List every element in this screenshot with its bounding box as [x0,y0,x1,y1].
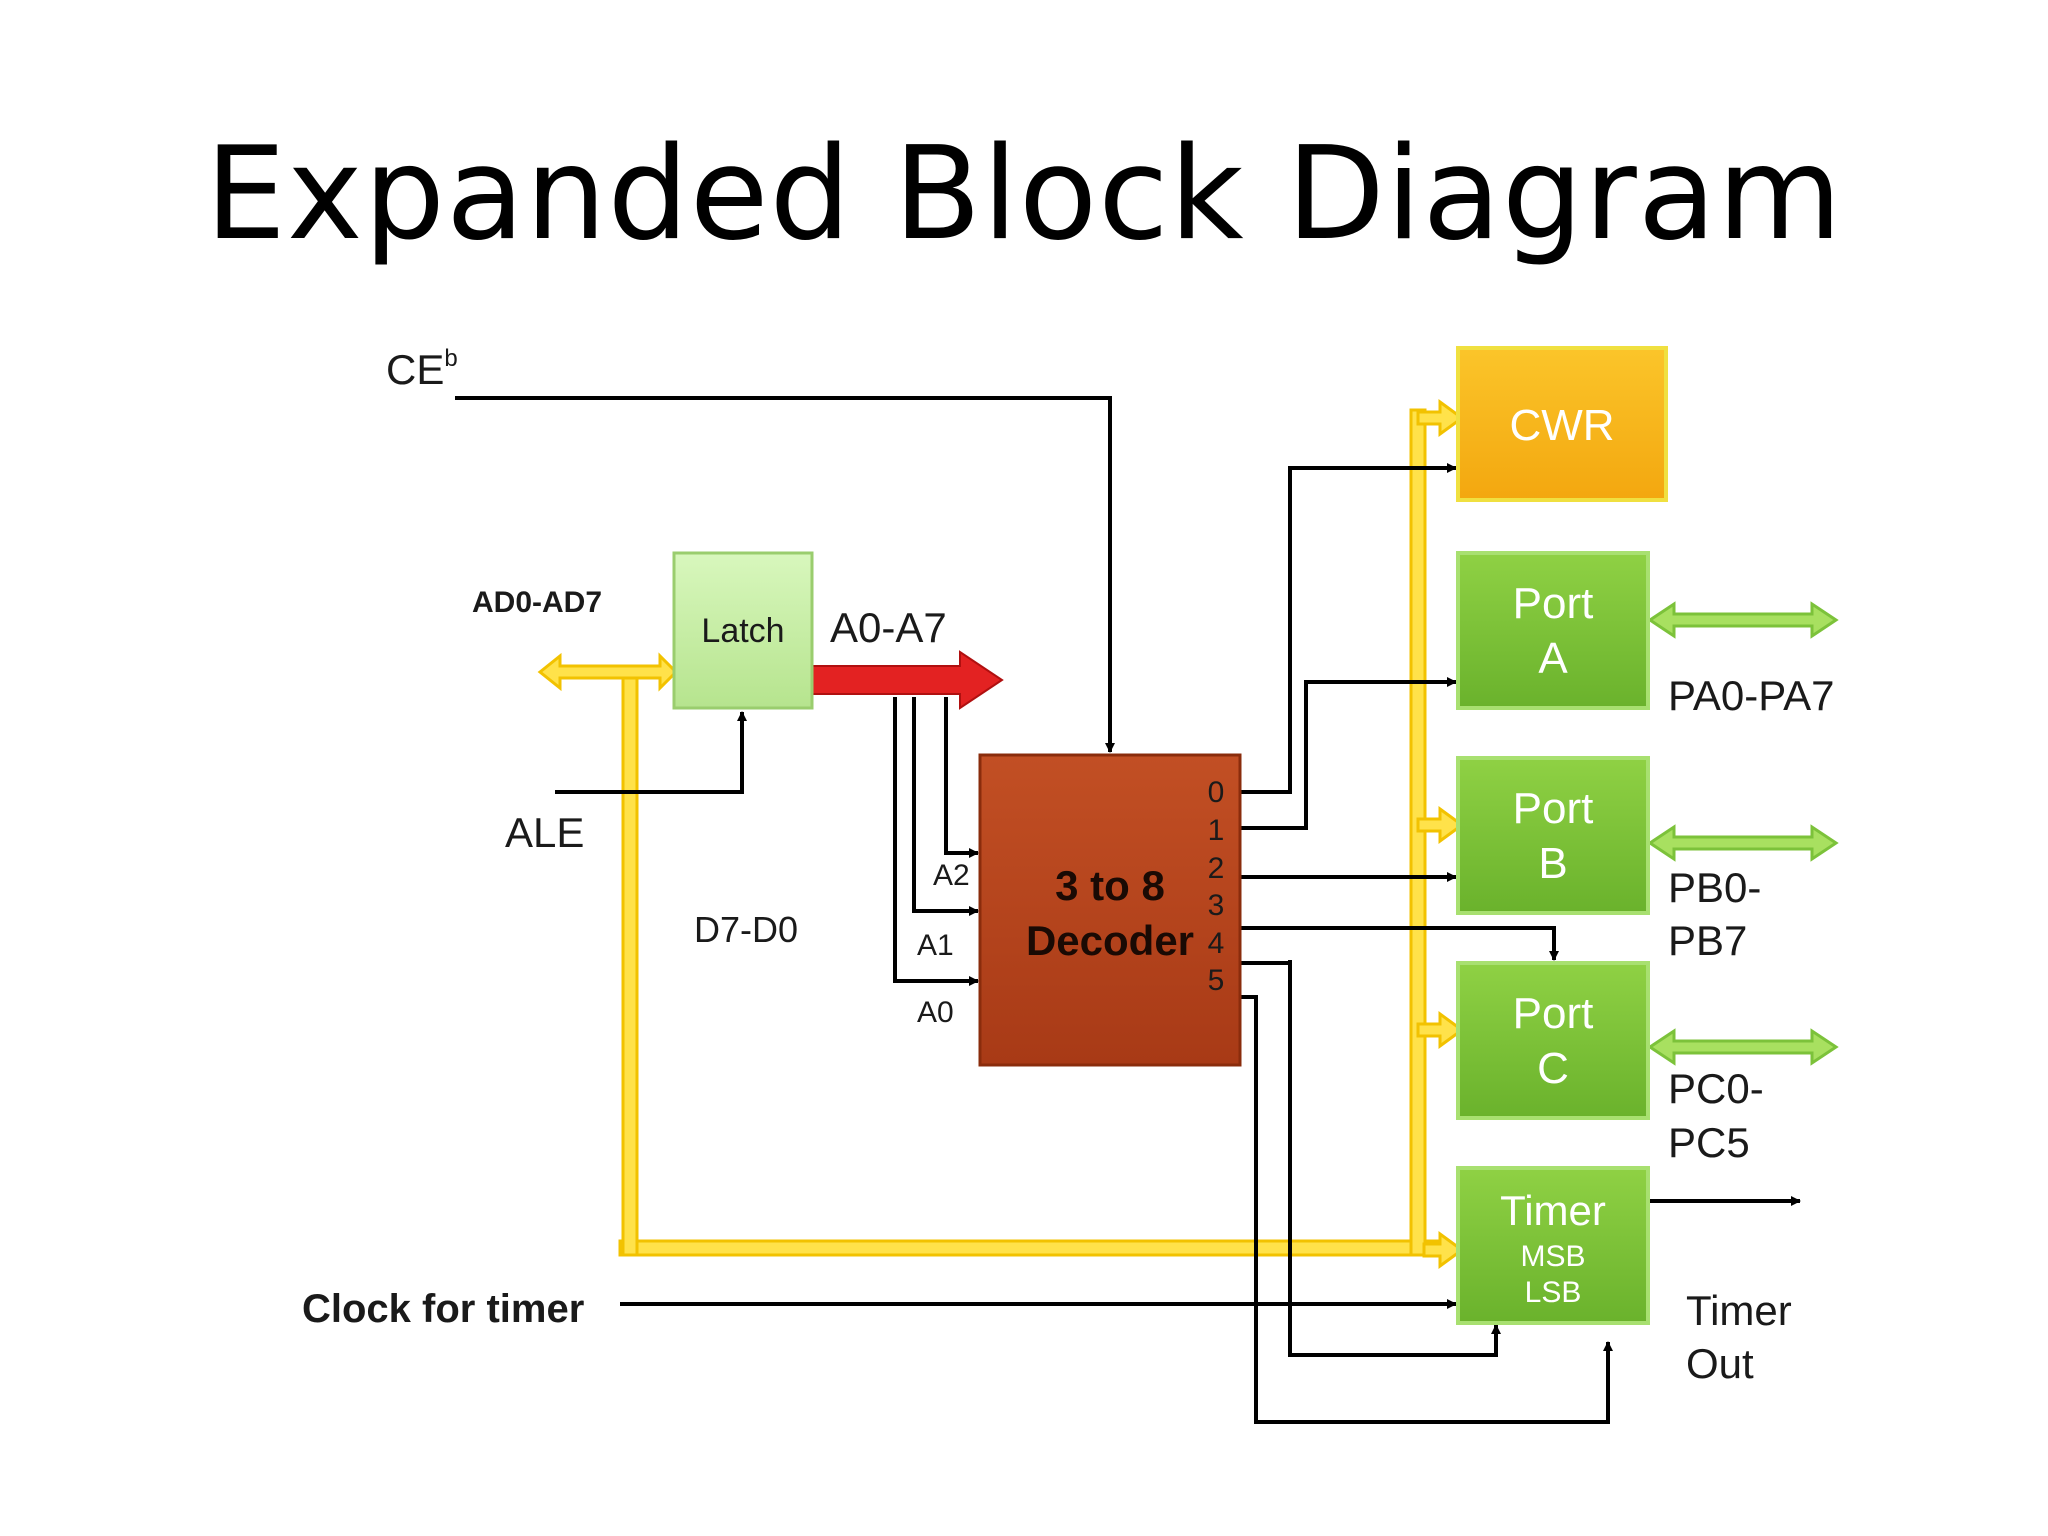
timer-block [1456,1166,1650,1325]
pa-label: PA0-PA7 [1668,672,1835,719]
port-c-label-2: C [1537,1044,1569,1093]
data-bus-label: D7-D0 [694,909,798,950]
decoder-label-line2: Decoder [1026,917,1194,964]
timer-out-label-1: Timer [1686,1287,1792,1334]
a0-label: A0 [917,996,954,1029]
port-b-block [1456,756,1650,915]
decoder-out-0: 0 [1208,776,1225,809]
ad-bus-label: AD0-AD7 [472,586,602,619]
cwr-label: CWR [1509,401,1614,450]
decoder-label-line1: 3 to 8 [1055,862,1165,909]
a-bus-label: A0-A7 [830,604,947,651]
decoder-out-2: 2 [1208,852,1225,885]
ale-label: ALE [505,809,584,856]
data-bus [537,399,1465,1269]
decoder-out-1: 1 [1208,814,1225,847]
timer-label-1: Timer [1500,1187,1606,1234]
slide-title: Expanded Block Diagram [205,120,1843,269]
port-c-block [1456,961,1650,1120]
timer-label-2: MSB [1520,1240,1585,1273]
decoder-out-5: 5 [1208,964,1225,997]
decoder-out-4: 4 [1208,927,1225,960]
a1-label: A1 [917,929,954,962]
pc-label-1: PC0- [1668,1065,1764,1112]
decoder-out-3: 3 [1208,889,1225,922]
pb-label-1: PB0- [1668,864,1761,911]
control-wires [455,396,1801,1424]
timer-label-3: LSB [1525,1276,1582,1309]
a2-label: A2 [933,859,970,892]
port-a-label-1: Port [1513,579,1594,628]
address-arrow [811,650,1004,710]
pc-label-2: PC5 [1668,1119,1750,1166]
port-b-label-1: Port [1513,784,1594,833]
ce-label: CEb [386,345,458,393]
port-a-block [1456,551,1650,710]
port-a-label-2: A [1538,634,1568,683]
decoder-block [978,753,1242,1067]
latch-label: Latch [701,612,784,650]
latch-block [672,551,814,710]
port-io-arrows [1647,601,1839,1066]
timer-out-label-2: Out [1686,1340,1754,1387]
port-c-label-1: Port [1513,989,1594,1038]
port-b-label-2: B [1538,839,1567,888]
clock-label: Clock for timer [302,1287,584,1331]
cwr-block [1456,346,1668,502]
pb-label-2: PB7 [1668,917,1747,964]
